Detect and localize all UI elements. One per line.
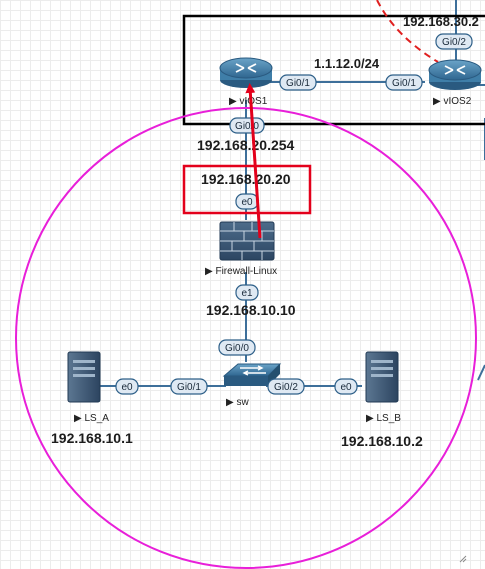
node-label-ls-a: ▶ LS_A — [74, 413, 109, 424]
ip-label-vios1-gi00: 192.168.20.254 — [197, 137, 295, 153]
svg-text:Gi0/0: Gi0/0 — [225, 343, 249, 354]
svg-text:e0: e0 — [121, 382, 133, 393]
links — [100, 0, 485, 387]
port-firewall-e1[interactable]: e1 — [235, 284, 259, 301]
ip-label-ls-b: 192.168.10.2 — [341, 433, 423, 449]
svg-text:Gi0/2: Gi0/2 — [274, 382, 298, 393]
router-icon — [428, 59, 482, 81]
svg-text:Gi0/1: Gi0/1 — [392, 78, 416, 89]
link-offscreen-right[interactable] — [477, 364, 485, 381]
router-icon — [219, 57, 273, 79]
port-vios2-gi02[interactable]: Gi0/2 — [435, 33, 473, 50]
svg-text:Gi0/2: Gi0/2 — [442, 37, 466, 48]
firewall-e0-highlight-box — [182, 164, 312, 215]
ip-label-vios2-partial: 192.168.30.2 — [403, 14, 479, 29]
svg-text:e0: e0 — [340, 382, 352, 393]
traffic-arrow — [245, 83, 262, 239]
svg-text:e1: e1 — [241, 288, 253, 299]
router-vios1[interactable]: ▶ vIOS1 — [219, 57, 273, 107]
ip-label-firewall-e0: 192.168.20.20 — [201, 171, 291, 187]
port-vios2-gi01[interactable]: Gi0/1 — [385, 74, 423, 91]
port-vios1-gi00[interactable]: Gi0/0 — [229, 117, 265, 134]
port-ls-a-e0[interactable]: e0 — [115, 378, 139, 395]
node-label-vios1: ▶ vIOS1 — [229, 96, 268, 107]
network-label-r1-r2: 1.1.12.0/24 — [314, 56, 380, 71]
port-sw-gi02[interactable]: Gi0/2 — [267, 378, 305, 395]
lan-zone-circle — [15, 107, 477, 569]
switch-arrows-icon — [240, 365, 266, 376]
switch-sw[interactable]: ▶ sw — [222, 363, 282, 408]
ip-label-firewall-e1: 192.168.10.10 — [206, 302, 296, 318]
port-sw-gi00[interactable]: Gi0/0 — [218, 339, 256, 356]
svg-text:Gi0/1: Gi0/1 — [177, 382, 201, 393]
ip-label-ls-a: 192.168.10.1 — [51, 430, 133, 446]
port-vios1-gi01[interactable]: Gi0/1 — [279, 74, 317, 91]
server-ls-b[interactable]: ▶ LS_B — [365, 351, 401, 424]
svg-text:Gi0/0: Gi0/0 — [235, 121, 259, 132]
node-label-sw: ▶ sw — [226, 397, 249, 408]
svg-text:Gi0/1: Gi0/1 — [286, 78, 310, 89]
node-label-firewall: ▶ Firewall-Linux — [205, 266, 277, 277]
node-label-ls-b: ▶ LS_B — [366, 413, 401, 424]
port-firewall-e0[interactable]: e0 — [235, 193, 259, 210]
port-ls-b-e0[interactable]: e0 — [334, 378, 358, 395]
router-vios2[interactable]: ▶ vIOS2 — [428, 59, 482, 107]
firewall-linux[interactable]: ▶ Firewall-Linux — [205, 221, 277, 277]
server-ls-a[interactable]: ▶ LS_A — [67, 351, 109, 424]
dashed-arc — [376, 0, 439, 63]
node-label-vios2: ▶ vIOS2 — [433, 96, 472, 107]
svg-text:e0: e0 — [241, 197, 253, 208]
resize-grip-icon[interactable] — [459, 555, 467, 563]
port-sw-gi01[interactable]: Gi0/1 — [170, 378, 208, 395]
router-zone-box — [182, 14, 485, 126]
